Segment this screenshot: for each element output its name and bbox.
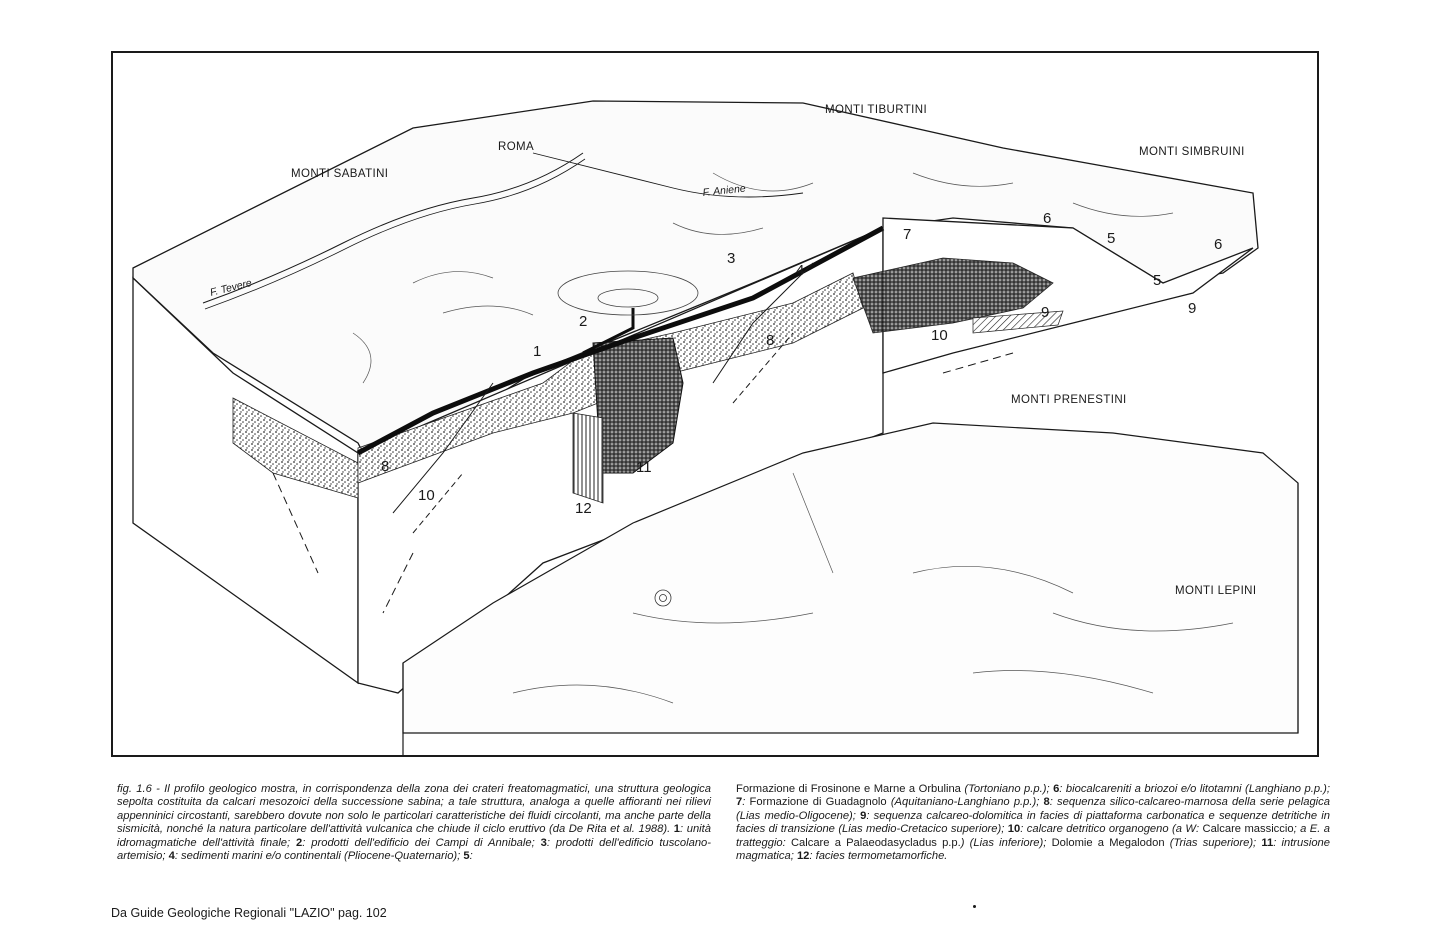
unit-number: 4 — [796, 262, 804, 279]
unit-number: 10 — [931, 327, 948, 344]
caption-text: (Aquitaniano-Langhiano p.p.); — [886, 796, 1044, 809]
caption-text: Formazione di Frosinone e Marne a Orbuli… — [736, 783, 965, 795]
caption-text: : — [469, 850, 473, 863]
unit-ref: 3 — [540, 836, 547, 849]
fault-line — [412, 472, 464, 534]
unit-ref: 11 — [1261, 836, 1274, 849]
caption-right-column: Formazione di Frosinone e Marne a Orbuli… — [736, 783, 1330, 863]
unit-ref: 8 — [1043, 796, 1050, 809]
fault-line — [392, 382, 494, 514]
aniene-river — [532, 152, 804, 198]
caption-text: : prodotti dell'edificio dei Campi di An… — [302, 836, 541, 849]
caption-text: Formazione di Guadagnolo — [749, 796, 887, 809]
unit-number: 8 — [381, 458, 389, 475]
unit-number: 10 — [418, 487, 435, 504]
dashed-boundary — [942, 352, 1014, 374]
unit-number: 7 — [903, 226, 911, 243]
unit-ref: 9 — [860, 809, 867, 822]
caption-text: (Tortoniano p.p.) — [964, 783, 1047, 795]
tevere-river — [202, 152, 584, 304]
unit-number: 5 — [1107, 230, 1115, 247]
caption-intro: fig. 1.6 - Il profilo geologico mostra, … — [117, 783, 711, 836]
thermometamorphic-facies — [572, 412, 604, 504]
hatched-limestone-east — [972, 310, 1064, 334]
unit-number: 2 — [579, 313, 587, 330]
label-monti-sabatini: MONTI SABATINI — [291, 168, 388, 180]
lower-relief-sketch — [512, 472, 1234, 704]
caption-text: Dolomie a Megalodon — [1051, 836, 1165, 849]
unit-number: 1 — [533, 343, 541, 360]
caption-text: : — [742, 796, 750, 809]
unit-number: 9 — [1188, 300, 1196, 317]
unit-number: 11 — [636, 459, 652, 476]
caption-text: (Trias superiore); — [1164, 836, 1262, 849]
unit-number: 12 — [575, 500, 592, 517]
unit-ref: 10 — [1007, 823, 1021, 836]
unit-number: 5 — [1153, 272, 1161, 289]
caption-text: : calcare detritico organogeno (a W: — [1020, 823, 1203, 836]
caption-text: Calcare massiccio — [1202, 823, 1294, 836]
label-f-aniene: F. Aniene — [702, 183, 746, 199]
unit-ref: 7 — [736, 796, 743, 809]
label-monti-simbruini: MONTI SIMBRUINI — [1139, 146, 1245, 158]
caption-text: : intrusione magmatica; — [736, 836, 1330, 863]
unit-number: 6 — [1214, 236, 1222, 253]
fault-line — [732, 332, 794, 404]
dashed-boundary — [272, 472, 319, 574]
layer-9-dark-east — [852, 257, 1054, 334]
caption-text: ) (Lias inferiore); — [960, 836, 1052, 849]
unit-number: 6 — [1043, 210, 1051, 227]
label-monti-tiburtini: MONTI TIBURTINI — [825, 104, 927, 116]
stray-dot — [973, 905, 976, 908]
caption-text: : unità idromagmatiche dell'attività fin… — [117, 823, 711, 849]
unit-ref: 2 — [296, 836, 303, 849]
figure-frame: MONTI SABATINI ROMA MONTI TIBURTINI MONT… — [111, 51, 1319, 757]
caption-text: : prodotti dell'edificio tuscolano-artem… — [117, 836, 711, 863]
geological-block-diagram: MONTI SABATINI ROMA MONTI TIBURTINI MONT… — [132, 100, 1299, 755]
label-roma: ROMA — [498, 141, 534, 153]
dashed-boundary — [382, 552, 414, 614]
unit-number: 8 — [766, 332, 774, 349]
caption-text: : facies termometamorfiche. — [809, 850, 948, 863]
unit-ref: 12 — [796, 850, 810, 863]
unit-number: 9 — [1041, 304, 1049, 321]
layer-8-west — [232, 397, 359, 499]
caption-text: ; — [1046, 783, 1054, 795]
caption-text: : sequenza calcareo-dolomitica in facies… — [736, 809, 1331, 836]
label-monti-lepini: MONTI LEPINI — [1175, 585, 1256, 597]
caption-text: : sedimenti marini e/o continentali (Pli… — [174, 850, 464, 863]
tevere-river-bank — [204, 158, 586, 310]
small-crater-inner — [659, 594, 667, 602]
crater-rim — [557, 270, 699, 316]
label-monti-prenestini: MONTI PRENESTINI — [1011, 394, 1127, 406]
unit-ref: 6 — [1053, 783, 1060, 795]
caption-left-column: fig. 1.6 - Il profilo geologico mostra, … — [117, 783, 711, 863]
unit-ref: 5 — [463, 850, 470, 863]
source-citation: Da Guide Geologiche Regionali "LAZIO" pa… — [111, 906, 387, 920]
lower-block-edges — [402, 483, 1299, 755]
caption-text: : biocalcareniti a briozoi e/o litotamni… — [1059, 783, 1330, 795]
fault-line — [712, 262, 814, 384]
lower-block-surface — [402, 422, 1299, 734]
right-section-face — [882, 217, 1254, 374]
unit-ref: 1 — [673, 823, 681, 836]
relief-sketch — [352, 172, 1174, 384]
caption-text: ; a E. a tratteggio: — [736, 823, 1330, 849]
unit-ref: 4 — [168, 850, 175, 863]
unit-number: 3 — [727, 250, 735, 267]
crater-inner — [597, 288, 659, 308]
caption-text: Calcare a Palaeodasycladus p.p. — [790, 836, 961, 849]
caption-text: : sequenza silico-calcareo-marnosa della… — [736, 796, 1330, 822]
small-crater — [654, 589, 672, 607]
volcanic-unit-band — [356, 225, 885, 456]
